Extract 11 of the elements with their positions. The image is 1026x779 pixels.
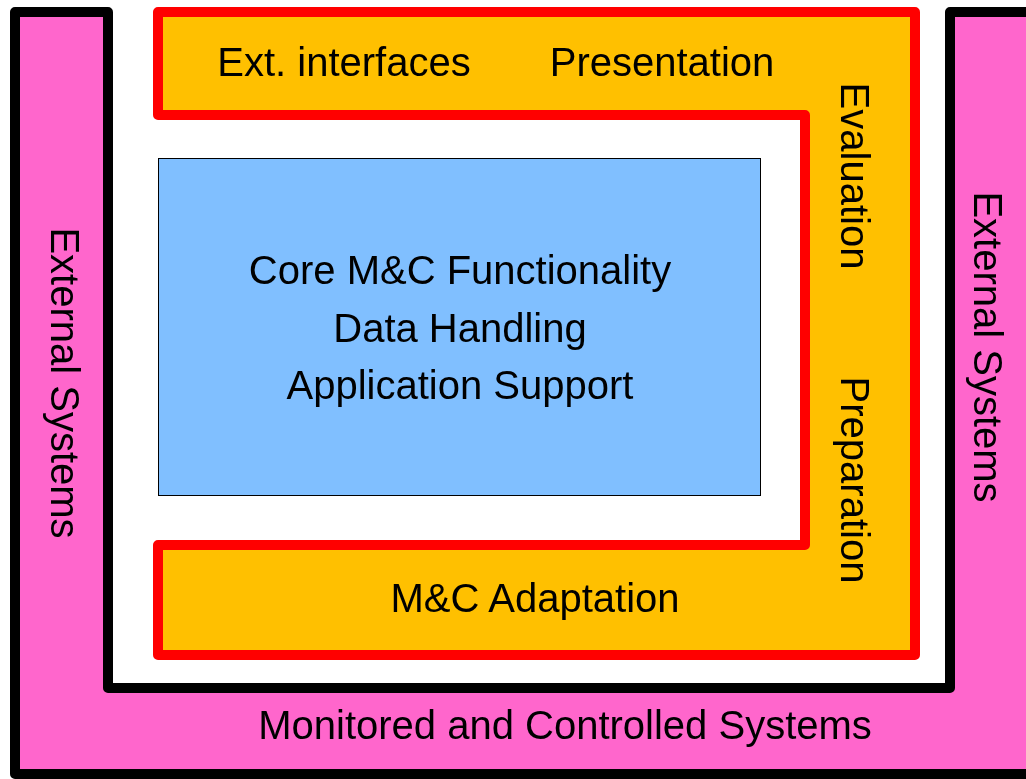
band-label: Preparation (835, 376, 875, 584)
box-label: Core M&C Functionality (248, 250, 672, 290)
band-label: External Systems (968, 191, 1008, 503)
band-label: Ext. interfaces (217, 42, 471, 82)
box-label: Data Handling (333, 308, 587, 348)
band-label: Presentation (549, 42, 775, 82)
band-label: Evaluation (835, 82, 875, 270)
band-label: External Systems (45, 227, 85, 539)
box-label: Application Support (286, 365, 634, 405)
band-label: M&C Adaptation (390, 578, 680, 618)
band-label: Monitored and Controlled Systems (258, 705, 872, 745)
